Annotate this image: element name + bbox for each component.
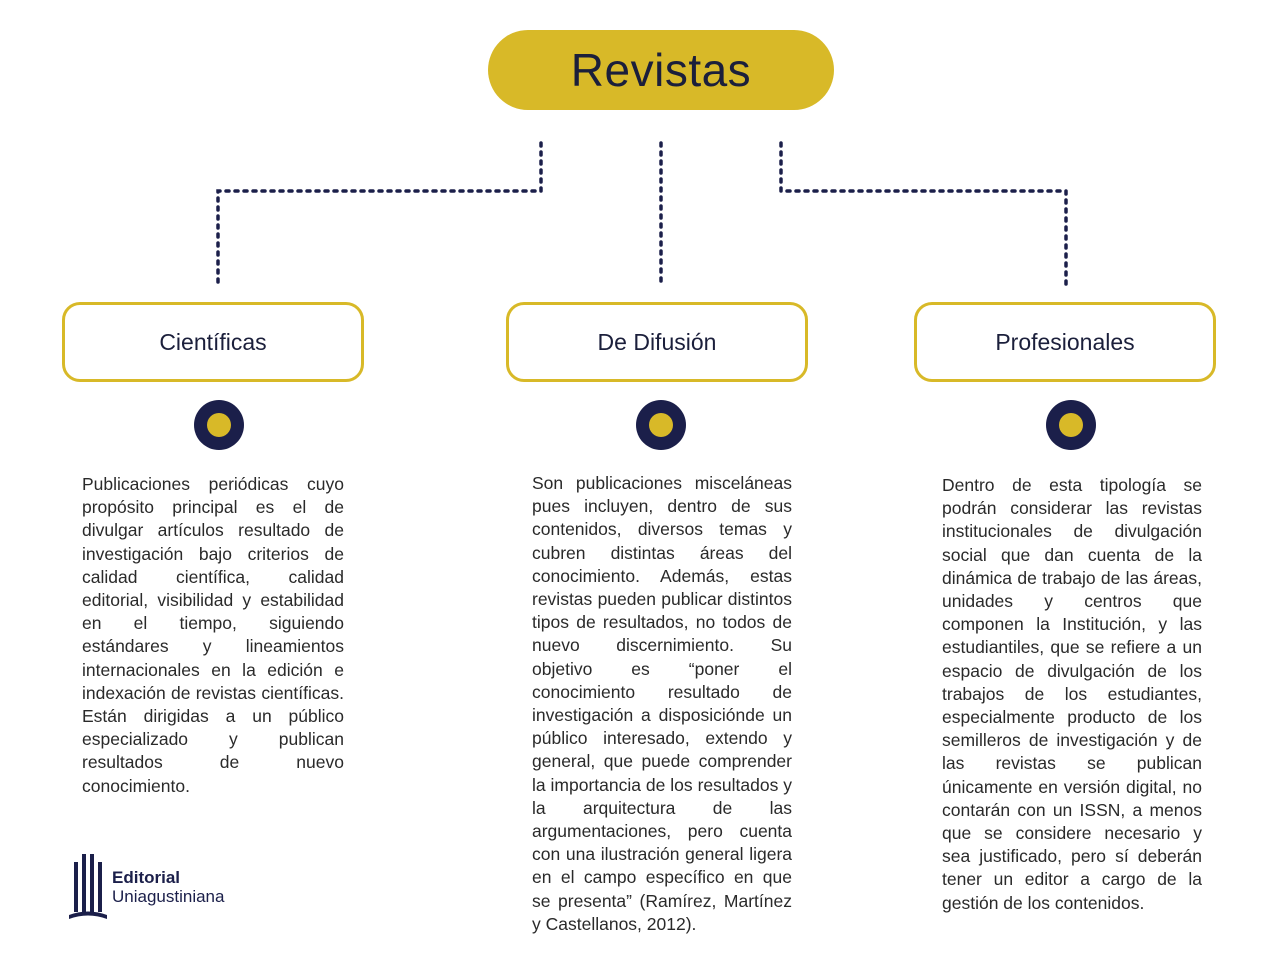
category-label: De Difusión (597, 328, 717, 355)
title-node: Revistas (488, 30, 834, 110)
title-text: Revistas (570, 44, 752, 96)
description-cientificas: Publicaciones periódicas cuyo propósito … (82, 474, 344, 796)
book-columns-icon (69, 854, 107, 919)
category-box-cientificas: Científicas (62, 302, 364, 382)
logo-line-1: Editorial (112, 868, 181, 887)
category-label: Profesionales (995, 328, 1135, 355)
category-label: Científicas (159, 328, 267, 355)
category-box-profesionales: Profesionales (914, 302, 1216, 382)
logo-line-2: Uniagustiniana (112, 887, 225, 906)
connector-left (216, 141, 543, 288)
category-box-de-difusion: De Difusión (506, 302, 808, 382)
connector-right (779, 141, 1068, 288)
bullet-dot-icon (194, 400, 244, 450)
bullet-dot-icon (636, 400, 686, 450)
bullet-dot-icon (1046, 400, 1096, 450)
description-de-difusion: Son publicaciones misceláneas pues inclu… (532, 473, 792, 934)
description-profesionales: Dentro de esta tipología se podrán consi… (942, 475, 1202, 913)
publisher-logo: Editorial Uniagustiniana (68, 852, 224, 922)
